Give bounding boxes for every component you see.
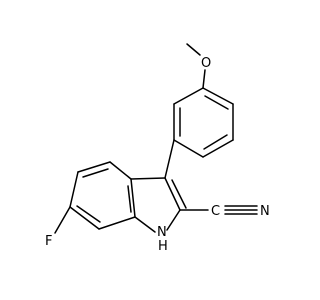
bond-aryl-1 xyxy=(202,87,234,105)
bond-benz-5 xyxy=(98,216,136,230)
bond-aryl-double-1 xyxy=(204,95,229,110)
bond-methyl-oxygen xyxy=(186,43,201,56)
bond-aryl-3 xyxy=(202,139,234,158)
bond-benz-1 xyxy=(109,161,132,180)
bond-benz-2 xyxy=(77,161,111,173)
nitrile-carbon-label: C xyxy=(211,204,220,219)
nitrile-nitrogen-label: N xyxy=(260,204,270,219)
bond-c3-c3a xyxy=(130,177,166,180)
bond-c3a-c7a xyxy=(130,178,136,218)
bond-benz-double-2 xyxy=(76,205,101,223)
bond-c3-c2-double xyxy=(171,179,187,209)
bond-aryl-6 xyxy=(173,87,204,105)
bond-benz-double-3 xyxy=(127,185,132,213)
indole-hydrogen-label: H xyxy=(158,239,168,254)
fluorine-label: F xyxy=(45,234,52,249)
bond-aryl-double-2 xyxy=(203,134,228,150)
bond-benz-4 xyxy=(69,206,100,230)
bond-c3-c2 xyxy=(164,177,181,211)
bond-c6-fluorine xyxy=(54,206,71,234)
molecule-structure: O F C N N H xyxy=(45,43,270,254)
bond-c2-n1 xyxy=(166,209,181,231)
bond-benz-3 xyxy=(69,171,79,208)
bond-aryl-4 xyxy=(173,139,204,158)
bond-benz-double-1 xyxy=(82,168,109,178)
oxygen-label: O xyxy=(201,56,211,71)
bond-aryl-indole xyxy=(164,139,175,179)
bond-oxygen-ring xyxy=(202,69,206,89)
indole-nitrogen-label: N xyxy=(157,225,167,240)
bond-n1-c7a xyxy=(134,216,156,233)
